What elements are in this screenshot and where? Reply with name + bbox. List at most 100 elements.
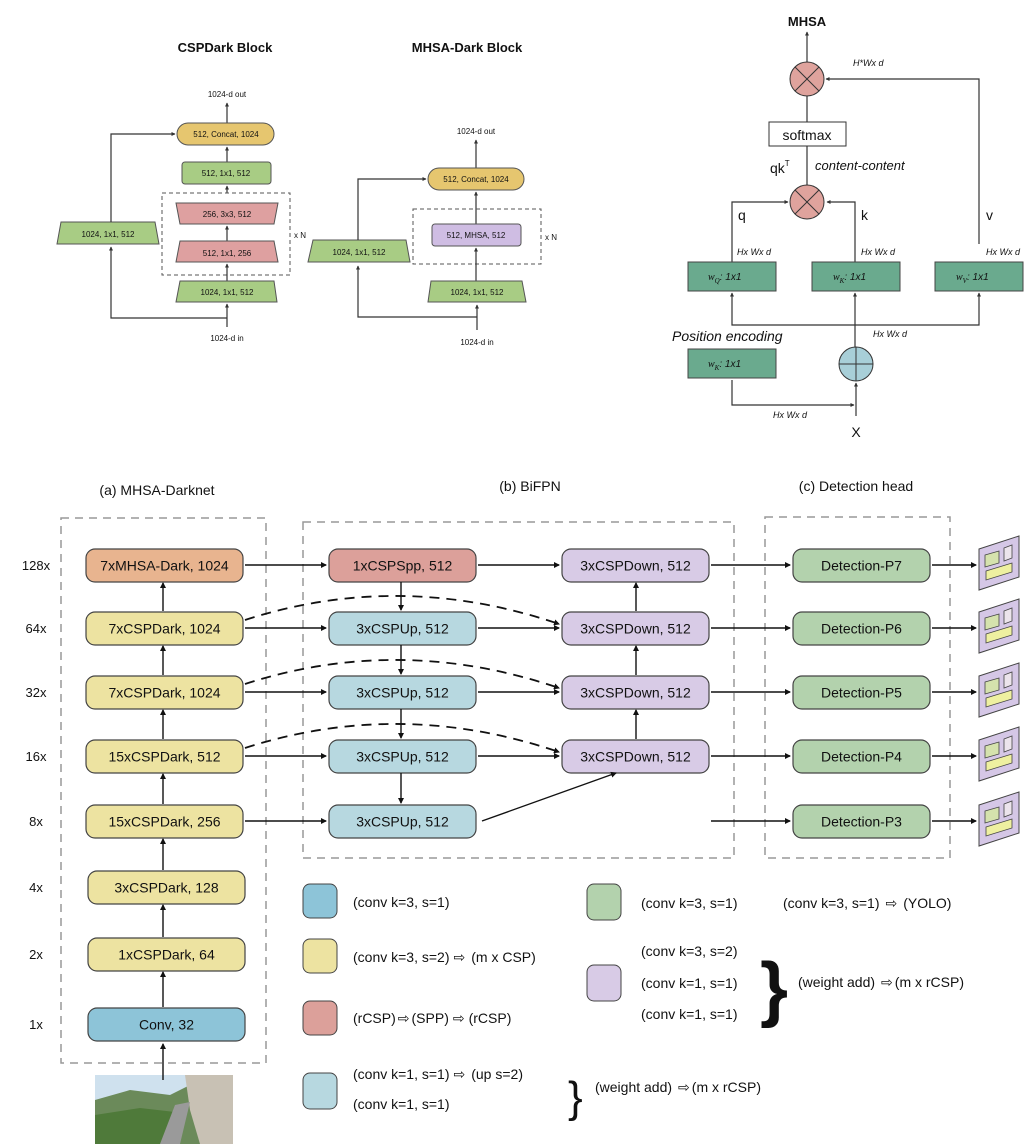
legend: (conv k=3, s=1) (conv k=3, s=2)⇨(m x CSP… (302, 883, 964, 1122)
mhsa-detail: MHSA H*Wx d softmax qkT content-content … (672, 14, 1024, 440)
csp-in-label: 1024-d in (210, 334, 243, 343)
skip-connection-2 (244, 723, 560, 754)
legend-green-text-1: (conv k=3, s=1) (641, 895, 738, 911)
darknet-block-7-label: Conv, 32 (139, 1017, 194, 1033)
wr-box (687, 348, 777, 379)
csp-conv-bottom-box (175, 280, 278, 303)
csp-conv-top-box (181, 161, 272, 185)
darknet-block-3-label: 15xCSPDark, 512 (108, 749, 220, 765)
detection-0-label: Detection-P7 (821, 558, 902, 574)
head-region (764, 516, 951, 859)
mhsa-out-label: 1024-d out (457, 127, 496, 136)
csp-conv1x1-label: 512, 1x1, 256 (203, 249, 252, 258)
add-icon (838, 346, 874, 382)
k-label: k (861, 207, 869, 223)
csp-repeat-region (161, 192, 291, 276)
qk-label: qkT (770, 159, 790, 176)
scale-label-7: 1x (29, 1017, 43, 1032)
darknet-title: (a) MHSA-Darknet (99, 482, 214, 498)
mhsa-dark-block-title: MHSA-Dark Block (412, 40, 523, 55)
brace-icon-purple: } (760, 949, 788, 1029)
darknet-region (60, 517, 267, 1064)
legend-blue-text: (conv k=3, s=1) (353, 894, 450, 910)
detection-output-icon-1 (978, 598, 1020, 654)
bifpn-down-1-label: 3xCSPDown, 512 (580, 621, 691, 637)
bifpn-down-0-label: 3xCSPDown, 512 (580, 558, 691, 574)
scale-label-0: 128x (22, 558, 51, 573)
legend-lightblue-text-1: (conv k=1, s=1)⇨(up s=2) (353, 1066, 523, 1082)
darknet-block-7-box (87, 1007, 246, 1042)
dim-mid-label: Hx Wx d (873, 329, 908, 339)
legend-swatch-yellow (302, 938, 338, 974)
csp-out-label: 1024-d out (208, 90, 247, 99)
bifpn-up-1-box (328, 611, 477, 646)
cspdark-block-title: CSPDark Block (178, 40, 273, 55)
multiply-icon-bottom (789, 184, 825, 220)
darknet-block-0-label: 7xMHSA-Dark, 1024 (100, 558, 229, 574)
scale-label-6: 2x (29, 947, 43, 962)
bifpn-down-3-label: 3xCSPDown, 512 (580, 749, 691, 765)
softmax-box (768, 121, 847, 147)
legend-swatch-green (586, 883, 622, 921)
x-input-label: X (851, 424, 861, 440)
detection-4-box (792, 804, 931, 839)
detection-output-icon-3 (978, 726, 1020, 782)
dim-pos-label: Hx Wx d (773, 410, 808, 420)
scale-label-2: 32x (26, 685, 47, 700)
legend-swatch-purple (586, 964, 622, 1002)
detection-1-box (792, 611, 931, 646)
csp-concat-label: 512, Concat, 1024 (193, 130, 259, 139)
softmax-label: softmax (782, 127, 831, 143)
bifpn-up-0-label: 1xCSPSpp, 512 (353, 558, 453, 574)
darknet-block-2-label: 7xCSPDark, 1024 (108, 685, 220, 701)
dim-v-label: Hx Wx d (986, 247, 1021, 257)
bifpn-up-4-label: 3xCSPUp, 512 (356, 814, 449, 830)
bifpn-up-3-label: 3xCSPUp, 512 (356, 749, 449, 765)
scale-label-3: 16x (26, 749, 47, 764)
darknet-block-6-label: 1xCSPDark, 64 (118, 947, 215, 963)
csp-concat-box (176, 122, 275, 146)
csp-side-box (56, 221, 160, 245)
bifpn-up-2-box (328, 675, 477, 710)
darknet-block-4-label: 15xCSPDark, 256 (108, 814, 220, 830)
legend-purple-text-4: (weight add)⇨(m x rCSP) (798, 974, 964, 990)
mhsa-label: 512, MHSA, 512 (447, 231, 506, 240)
mhsa-detail-title: MHSA (788, 14, 827, 29)
dim-hstar-label: H*Wx d (853, 58, 884, 68)
bifpn-up-1-label: 3xCSPUp, 512 (356, 621, 449, 637)
bifpn-up-3-box (328, 739, 477, 774)
wr-label: wK: 1x1 (708, 359, 741, 372)
mhsa-side-label: 1024, 1x1, 512 (333, 248, 386, 257)
bifpn-p3-to-p4-arrow (481, 771, 617, 822)
scale-label-5: 4x (29, 880, 43, 895)
content-content-label: content-content (815, 158, 906, 173)
skip-connection-0 (244, 595, 560, 626)
mhsa-in-label: 1024-d in (460, 338, 493, 347)
csp-conv-bottom-label: 1024, 1x1, 512 (201, 288, 254, 297)
legend-yellow-text: (conv k=3, s=2)⇨(m x CSP) (353, 949, 536, 965)
detection-output-icon-2 (978, 662, 1020, 718)
detection-2-box (792, 675, 931, 710)
legend-swatch-red (302, 1000, 338, 1036)
bifpn-down-2-label: 3xCSPDown, 512 (580, 685, 691, 701)
legend-swatch-blue (302, 883, 338, 919)
v-label: v (986, 207, 993, 223)
legend-green-text-2: (conv k=3, s=1)⇨(YOLO) (783, 895, 951, 911)
mhsa-box (431, 223, 522, 247)
multiply-icon-top (789, 61, 825, 97)
csp-conv3x3-box (175, 202, 279, 225)
wk-label: wK: 1x1 (833, 272, 866, 285)
bifpn-column: 1xCSPSpp, 512 3xCSPUp, 512 3xCSPUp, 512 3xC… (244, 548, 710, 839)
darknet-block-5-box (87, 870, 246, 905)
darknet-block-5-label: 3xCSPDark, 128 (114, 880, 218, 896)
detection-0-box (792, 548, 931, 583)
wv-label: wV: 1x1 (956, 272, 989, 285)
bifpn-title: (b) BiFPN (499, 478, 560, 494)
csp-conv-top-label: 512, 1x1, 512 (202, 169, 251, 178)
q-label: q (738, 207, 746, 223)
detection-output-icon-0 (978, 535, 1020, 591)
input-image (95, 1075, 233, 1144)
head-title: (c) Detection head (799, 478, 913, 494)
